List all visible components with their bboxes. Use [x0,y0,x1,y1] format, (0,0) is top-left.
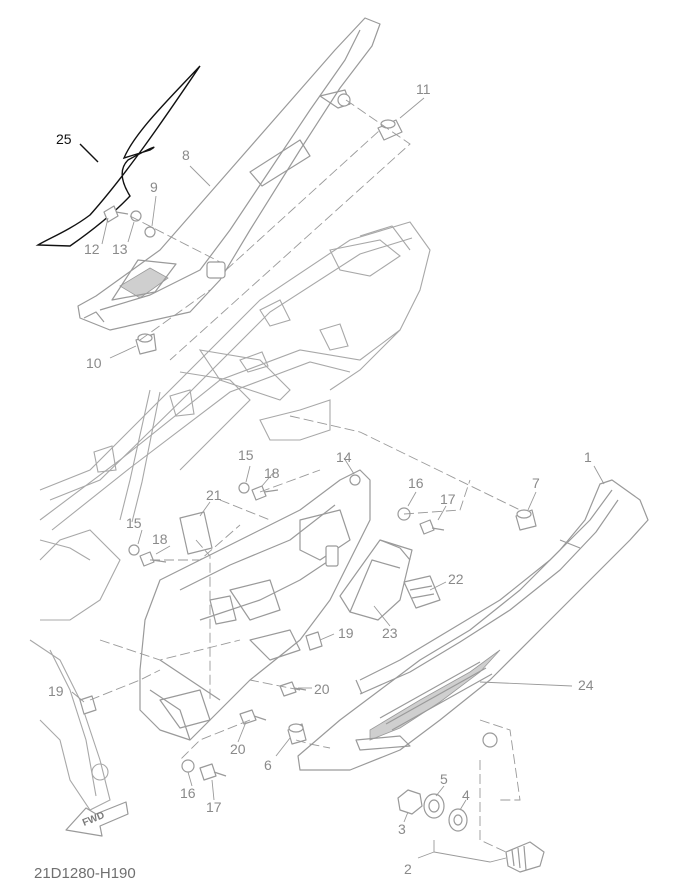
part-18-bolt-b[interactable] [139,551,167,567]
part-23-block[interactable] [325,539,413,621]
callout-24: 24 [578,677,594,693]
part-25-decal[interactable] [35,65,201,247]
part-20-screw-b[interactable] [239,709,267,725]
callout-14: 14 [336,449,352,465]
callout-1: 1 [584,449,592,465]
part-17-bolt-b[interactable] [199,763,227,781]
part-14-bracket-housing[interactable] [139,469,371,741]
part-5-washer[interactable] [423,793,445,819]
part-10-grommet[interactable] [135,333,157,355]
leader-lines [71,97,605,863]
callout-10: 10 [86,355,102,371]
callout-5: 5 [440,771,448,787]
callout-19a: 19 [338,625,354,641]
callout-13: 13 [112,241,128,257]
part-18-bolt-a[interactable] [251,485,279,501]
callout-16b: 16 [180,785,196,801]
callout-12: 12 [84,241,100,257]
part-20-screw-a[interactable] [279,681,307,697]
part-22-clip[interactable] [403,575,441,609]
part-9-collar[interactable] [144,226,156,238]
callout-2: 2 [404,861,412,877]
part-1-side-cover[interactable] [297,479,649,771]
callout-17b: 17 [206,799,222,815]
part-4-grommet[interactable] [448,808,468,832]
callout-7: 7 [532,475,540,491]
callout-15a: 15 [238,447,254,463]
callout-labels: 25 8 9 11 12 13 10 1 7 14 16 17 15 18 21… [48,81,594,877]
assembly-dashed-lines [89,99,521,853]
part-2-lock[interactable] [505,841,545,873]
callout-3: 3 [398,821,406,837]
callout-25: 25 [56,131,72,147]
callout-23: 23 [382,625,398,641]
callout-22: 22 [448,571,464,587]
callout-15b: 15 [126,515,142,531]
part-21-pad[interactable] [179,511,213,555]
rear-frame [29,221,431,811]
part-15-washer-b[interactable] [128,544,140,556]
part-3-nut[interactable] [397,789,423,815]
part-13-washer[interactable] [130,210,142,222]
callout-16a: 16 [408,475,424,491]
part-7-grommet[interactable] [515,509,537,531]
callout-19b: 19 [48,683,64,699]
part-16-nut-b[interactable] [181,759,195,773]
callout-9: 9 [150,179,158,195]
callout-4: 4 [462,787,470,803]
callout-20a: 20 [314,681,330,697]
callout-17a: 17 [440,491,456,507]
callout-8: 8 [182,147,190,163]
callout-18b: 18 [152,531,168,547]
callout-20b: 20 [230,741,246,757]
part-17-bolt-a[interactable] [419,519,445,535]
callout-6: 6 [264,757,272,773]
part-19-clip-lower[interactable] [79,695,97,715]
callout-11: 11 [416,81,431,97]
callout-18a: 18 [264,465,280,481]
diagram-code: 21D1280-H190 [34,865,136,882]
part-15-washer-a[interactable] [238,482,250,494]
part-8-upper-side-cover[interactable] [77,17,381,331]
fwd-label: FWD [81,810,106,829]
callout-21: 21 [206,487,222,503]
part-11-grommet[interactable] [377,119,403,141]
part-19-clip-upper[interactable] [305,631,323,651]
part-12-bolt[interactable] [103,205,129,223]
part-6-grommet[interactable] [287,723,307,745]
